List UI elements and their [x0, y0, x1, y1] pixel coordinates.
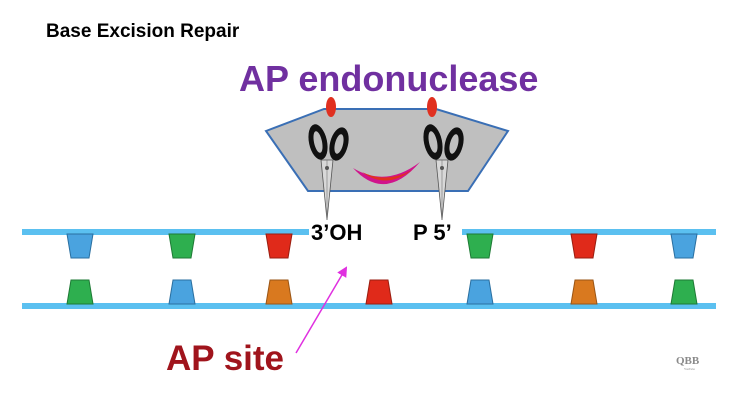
- top-base-red-1: [265, 233, 293, 259]
- top-base-blue-2: [670, 233, 698, 259]
- left-end-label: 3’OH: [311, 220, 362, 245]
- page-title: Base Excision Repair: [46, 21, 240, 42]
- top-base-green-2: [466, 233, 494, 259]
- scissors-icon-right: [423, 124, 464, 221]
- bottom-base-blue-2: [466, 279, 494, 305]
- right-end-label: P 5’: [413, 220, 452, 245]
- bottom-base-orange-2: [570, 279, 598, 305]
- bottom-base-green-2: [670, 279, 698, 305]
- enzyme-knob-left: [326, 97, 336, 117]
- enzyme-knob-right: [427, 97, 437, 117]
- top-base-green-1: [168, 233, 196, 259]
- top-base-blue-1: [66, 233, 94, 259]
- top-base-red-2: [570, 233, 598, 259]
- scissors-icon-left: [308, 124, 349, 221]
- logo-watermark-sub: YouTube: [684, 367, 696, 371]
- ap-site-arrow: [295, 266, 348, 354]
- enzyme-mouth: [353, 162, 420, 185]
- bottom-base-orange-1: [265, 279, 293, 305]
- bottom-base-green-1: [66, 279, 94, 305]
- bottom-base-blue-1: [168, 279, 196, 305]
- enzyme-mouth-inner: [362, 170, 412, 181]
- ap-site-label: AP site: [166, 339, 284, 378]
- bottom-base-red-1: [365, 279, 393, 305]
- enzyme-label: AP endonuclease: [239, 58, 538, 99]
- logo-watermark: QBB: [676, 355, 700, 367]
